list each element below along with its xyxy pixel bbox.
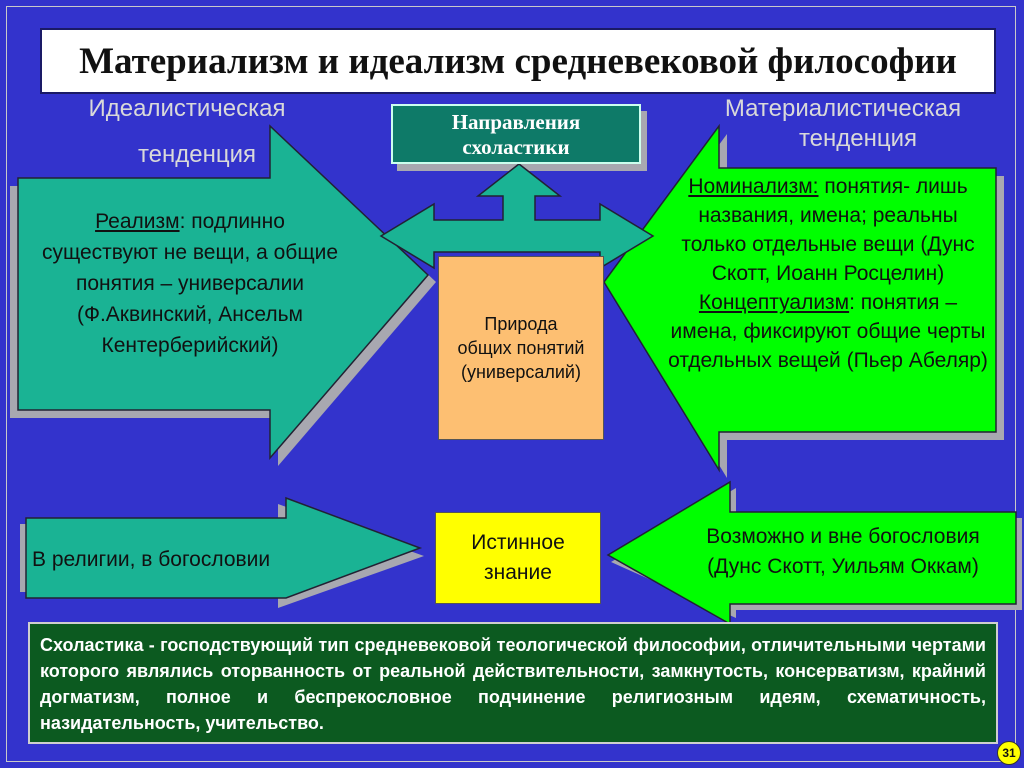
title-box: Материализм и идеализм средневековой фил… <box>40 28 996 94</box>
outside-theology-arrow <box>606 480 1017 626</box>
slide-title: Материализм и идеализм средневековой фил… <box>79 40 957 82</box>
materialist-label: Материалистическая тенденция <box>698 94 988 154</box>
nominalism-body: понятия- лишь названия, имена; реальны т… <box>681 175 975 285</box>
nature-line3: (универсалий) <box>460 362 581 382</box>
directions-line1: Направления <box>451 110 581 134</box>
nature-line1: Природа <box>484 314 558 334</box>
conceptualism-body: : понятия – имена, фиксируют общие черты… <box>668 291 988 372</box>
idealist-label-line1: Идеалистическая <box>88 95 286 122</box>
idealist-label-line2: тенденция <box>137 141 257 168</box>
nature-box: Природа общих понятий (универсалий) <box>438 256 604 440</box>
idealist-label: Идеалистическая тенденция <box>62 94 312 170</box>
outside-theology-line2: (Дунс Скотт, Уильям Оккам) <box>707 555 979 578</box>
directions-double-arrow <box>379 163 655 270</box>
realism-text: Реализм: подлинно существуют не вещи, а … <box>40 206 340 361</box>
conceptualism-term: Концептуализм <box>698 291 850 314</box>
outside-theology-text: Возможно и вне богословия (Дунс Скотт, У… <box>668 522 1018 582</box>
religion-arrow <box>25 496 423 599</box>
religion-text: В религии, в богословии <box>32 548 271 571</box>
directions-line2: схоластики <box>462 135 570 159</box>
realism-term: Реализм <box>95 210 180 233</box>
page-number: 31 <box>997 741 1021 765</box>
true-knowledge-line1: Истинное <box>471 531 565 554</box>
nominalism-arrow <box>603 123 997 473</box>
directions-box: Направления схоластики <box>391 104 641 164</box>
materialist-label-line1: Материалистическая <box>724 95 962 122</box>
scholasticism-definition: Схоластика - господствующий тип средневе… <box>28 622 998 744</box>
materialist-label-line2: тенденция <box>798 125 918 152</box>
nature-line2: общих понятий <box>457 338 585 358</box>
nominalism-term: Номинализм: <box>688 175 819 198</box>
true-knowledge-line2: знание <box>484 561 552 584</box>
true-knowledge-box: Истинное знание <box>435 512 601 604</box>
slide-frame <box>6 6 1016 762</box>
realism-arrow <box>17 124 430 461</box>
nominalism-conceptualism-text: Номинализм: понятия- лишь названия, имен… <box>666 172 990 375</box>
realism-body: : подлинно существуют не вещи, а общие п… <box>41 210 339 357</box>
outside-theology-line1: Возможно и вне богословия <box>706 525 980 548</box>
